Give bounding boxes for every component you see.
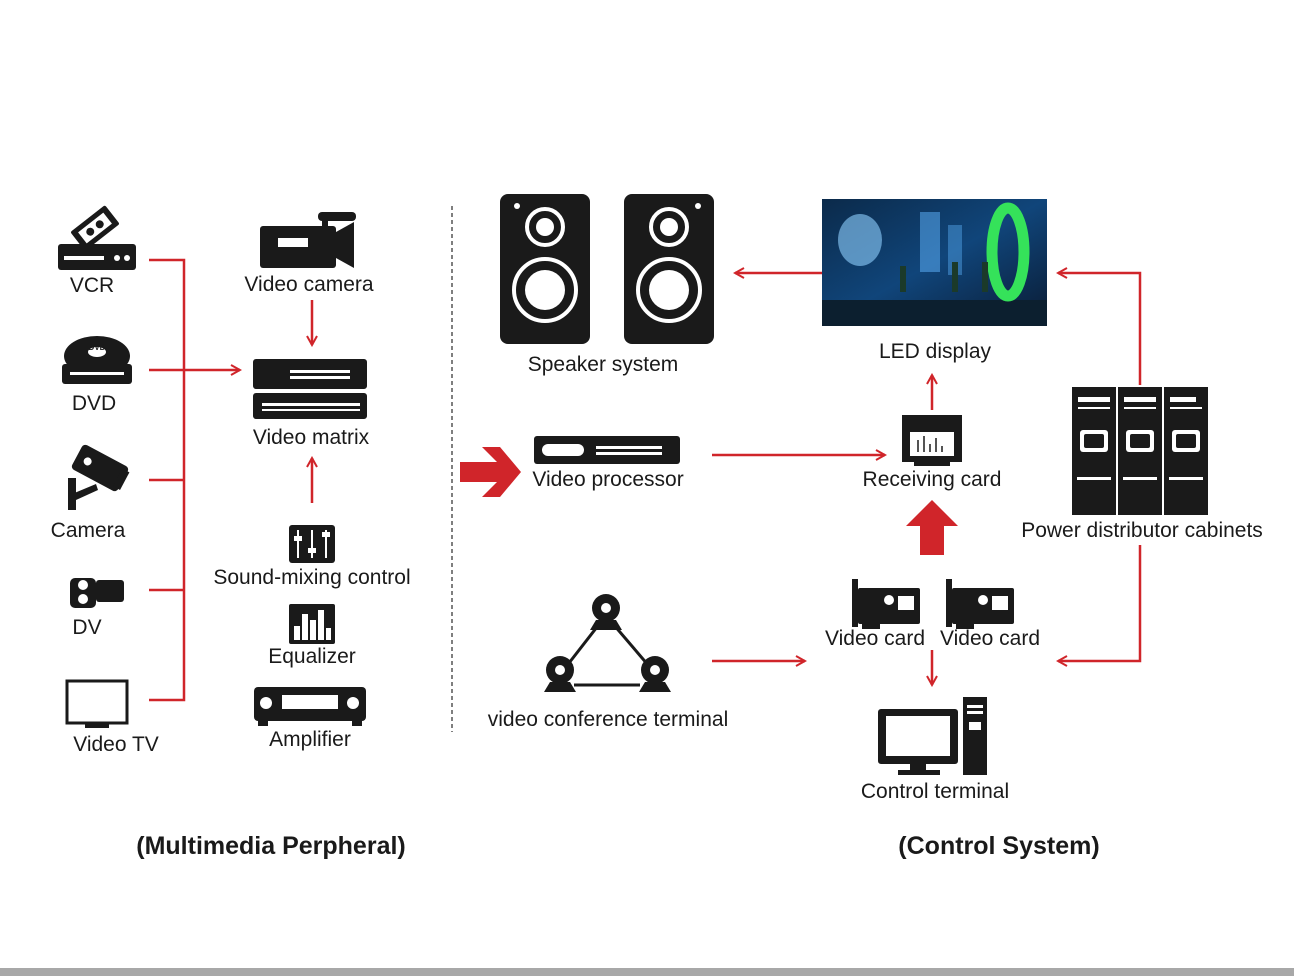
amplifier-icon bbox=[254, 687, 366, 726]
big-right-arrow bbox=[460, 447, 521, 497]
power-cabinet-icon bbox=[1072, 387, 1208, 515]
video-matrix-label: Video matrix bbox=[252, 426, 370, 449]
cctv-camera-icon bbox=[68, 444, 130, 510]
video-processor-label: Video processor bbox=[532, 468, 684, 491]
equalizer-icon bbox=[289, 604, 335, 644]
big-up-arrow bbox=[906, 500, 958, 555]
arrow-power-to-videocard bbox=[1058, 545, 1142, 661]
led-display-image bbox=[822, 199, 1047, 326]
vcr-icon bbox=[58, 205, 136, 270]
video-processor-icon bbox=[534, 436, 680, 464]
video-card-label-2: Video card bbox=[939, 627, 1041, 650]
receiving-card-label: Receiving card bbox=[862, 468, 1002, 491]
tv-icon bbox=[65, 679, 129, 728]
speaker-system-label: Speaker system bbox=[527, 353, 679, 376]
speaker-icon-right bbox=[624, 194, 714, 344]
power-cabinets-label: Power distributor cabinets bbox=[1021, 519, 1263, 542]
video-card-label-1: Video card bbox=[824, 627, 926, 650]
video-tv-label: Video TV bbox=[73, 733, 159, 756]
receiving-card-icon bbox=[902, 415, 962, 466]
vcr-label: VCR bbox=[69, 274, 115, 297]
section-title-multimedia: (Multimedia Perpheral) bbox=[136, 832, 406, 860]
video-camera-icon bbox=[260, 212, 356, 268]
dvd-label: DVD bbox=[71, 392, 117, 415]
mixer-icon bbox=[289, 525, 335, 563]
camera-label: Camera bbox=[50, 519, 126, 542]
video-matrix-icon bbox=[253, 359, 367, 419]
arrow-power-to-display bbox=[1058, 273, 1142, 385]
video-card-icon-2 bbox=[946, 579, 1014, 629]
bottom-border bbox=[0, 968, 1294, 976]
section-title-control: (Control System) bbox=[898, 832, 1100, 860]
amplifier-label: Amplifier bbox=[269, 728, 351, 751]
connectors bbox=[149, 258, 1142, 702]
led-display-label: LED display bbox=[878, 340, 992, 363]
video-camera-label: Video camera bbox=[244, 273, 374, 296]
conference-icon bbox=[544, 594, 671, 692]
control-terminal-label: Control terminal bbox=[860, 780, 1010, 803]
speaker-icon-left bbox=[500, 194, 590, 344]
sound-mixing-label: Sound-mixing control bbox=[213, 566, 411, 589]
equalizer-label: Equalizer bbox=[268, 645, 356, 668]
camcorder-icon bbox=[70, 578, 124, 608]
dv-label: DV bbox=[72, 616, 102, 639]
dvd-icon: DVD bbox=[62, 336, 132, 384]
computer-icon bbox=[878, 697, 987, 775]
svg-text:DVD: DVD bbox=[89, 343, 106, 352]
video-card-icon-1 bbox=[852, 579, 920, 629]
video-conference-label: video conference terminal bbox=[487, 708, 729, 731]
